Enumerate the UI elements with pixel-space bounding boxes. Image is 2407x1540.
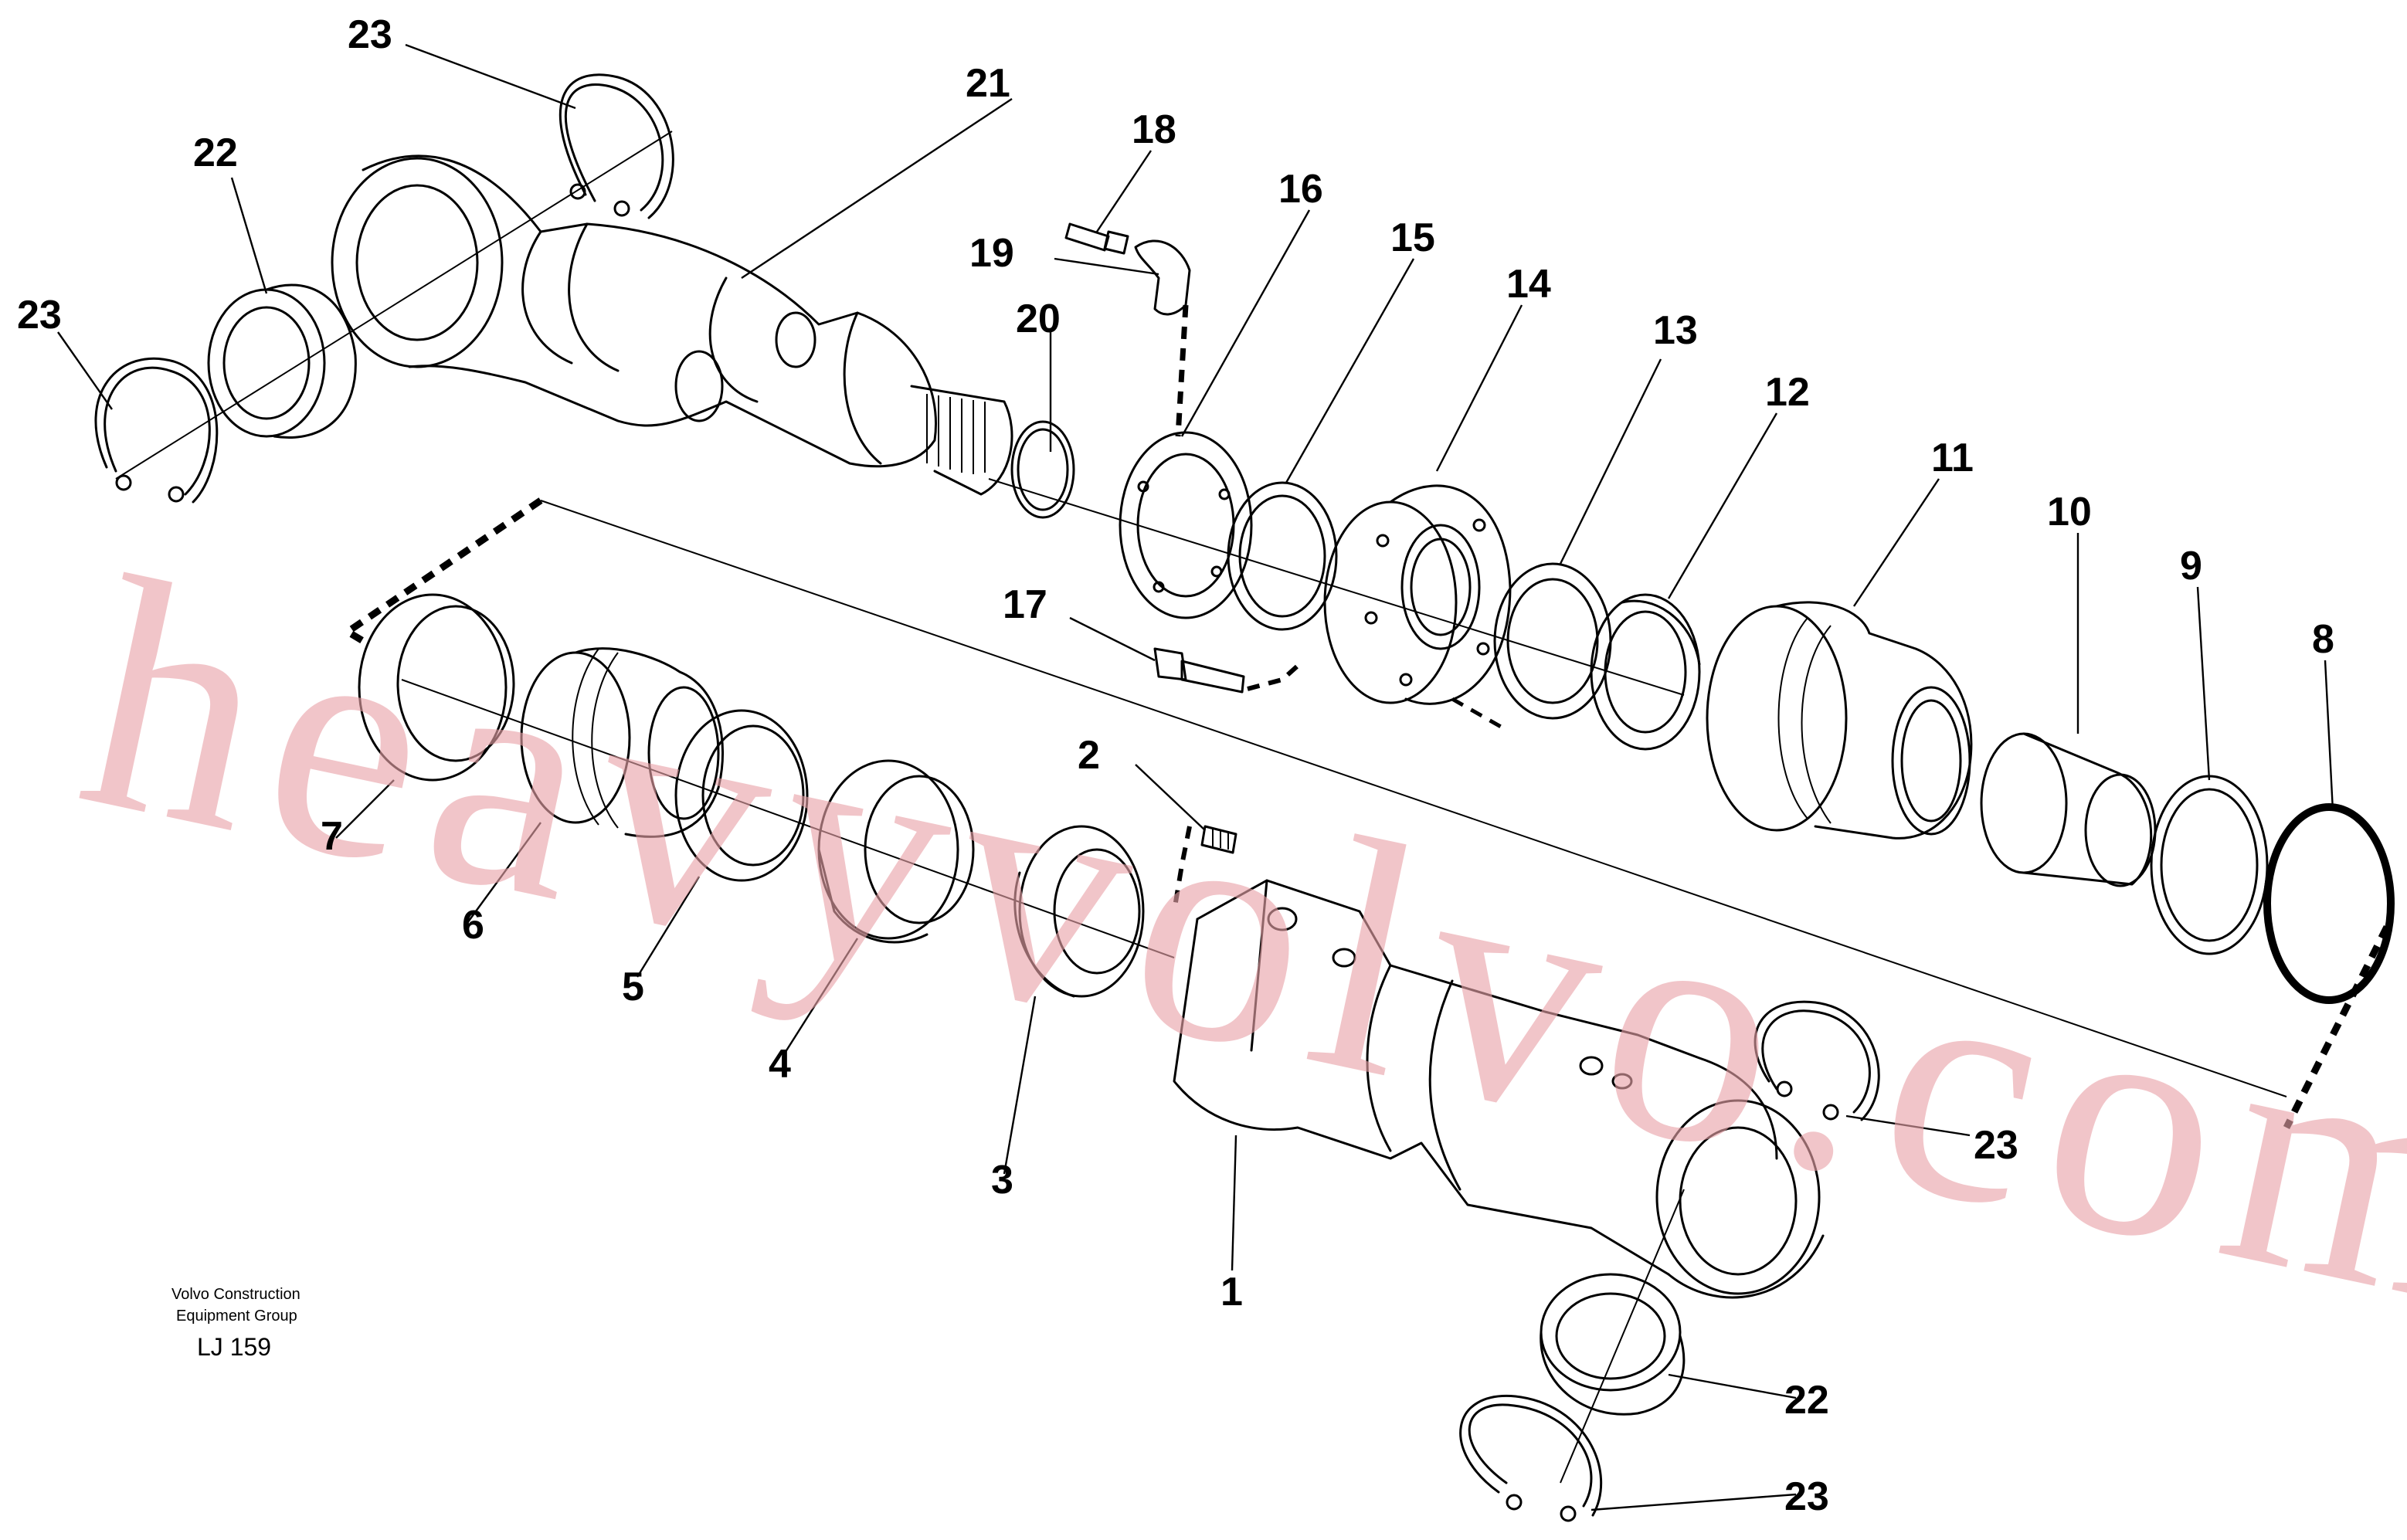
credit-line-2: Equipment Group — [176, 1308, 297, 1325]
seal-15 — [1227, 481, 1338, 631]
seal-5 — [674, 709, 809, 882]
callout-8: 8 — [2312, 617, 2334, 662]
piston-rod-21 — [331, 154, 1013, 496]
callout-6: 6 — [462, 903, 484, 948]
callout-7: 7 — [321, 814, 343, 859]
ring-7 — [358, 593, 515, 782]
circlip-23-right — [1753, 1000, 1880, 1121]
callout-10: 10 — [2047, 490, 2092, 534]
callout-23-bottom: 23 — [1784, 1474, 1829, 1519]
cylinder-head-14 — [1323, 484, 1512, 732]
gland-11 — [1706, 601, 1973, 840]
cylinder-tube-1 — [1173, 879, 1825, 1299]
callout-23-top: 23 — [348, 12, 392, 57]
callout-16: 16 — [1278, 167, 1323, 212]
callout-23-left: 23 — [17, 293, 62, 338]
snap-ring-8 — [2263, 803, 2395, 1004]
callout-5: 5 — [622, 965, 644, 1009]
callout-23-right: 23 — [1974, 1123, 2018, 1168]
callout-12: 12 — [1765, 370, 1810, 415]
callout-18: 18 — [1132, 107, 1176, 152]
callout-3: 3 — [991, 1158, 1013, 1202]
callout-21: 21 — [966, 61, 1010, 106]
callout-4: 4 — [769, 1042, 791, 1087]
callout-1: 1 — [1220, 1270, 1243, 1314]
bushing-4 — [817, 759, 975, 944]
leader-lines — [57, 43, 2334, 1511]
callout-15: 15 — [1390, 215, 1435, 260]
callout-2: 2 — [1078, 733, 1100, 778]
locking-plate-19 — [1134, 239, 1191, 437]
ring-9 — [2150, 775, 2269, 955]
seal-12 — [1590, 593, 1701, 751]
assembly-frame — [341, 497, 2391, 1130]
callout-17: 17 — [1003, 582, 1047, 627]
bushing-10 — [1980, 732, 2157, 887]
screw-18 — [1064, 222, 1129, 255]
callout-14: 14 — [1506, 262, 1551, 307]
credit-line-1: Volvo Construction — [171, 1286, 300, 1303]
ring-20 — [1010, 420, 1075, 519]
callout-13: 13 — [1653, 308, 1698, 353]
bearing-3 — [1013, 825, 1145, 998]
callout-22-top: 22 — [193, 131, 238, 175]
callout-11: 11 — [1931, 436, 1974, 480]
callout-labels: 1 2 3 4 5 6 7 8 9 10 11 12 13 14 15 16 1… — [17, 12, 2334, 1519]
plug-2 — [1172, 825, 1237, 912]
circlip-23-top — [558, 73, 674, 219]
callout-20: 20 — [1016, 297, 1061, 341]
callout-22-bottom: 22 — [1784, 1378, 1829, 1423]
bolt-17 — [1153, 647, 1300, 694]
callout-9: 9 — [2180, 544, 2202, 589]
lower-axis-line — [401, 500, 2287, 1484]
bearing-22-left — [207, 283, 357, 439]
bearing-22-bottom — [1540, 1273, 1686, 1416]
callout-19: 19 — [969, 231, 1014, 276]
drawing-code: LJ 159 — [197, 1333, 271, 1361]
circlip-23-left — [94, 357, 219, 504]
circlip-23-bottom — [1459, 1394, 1603, 1522]
